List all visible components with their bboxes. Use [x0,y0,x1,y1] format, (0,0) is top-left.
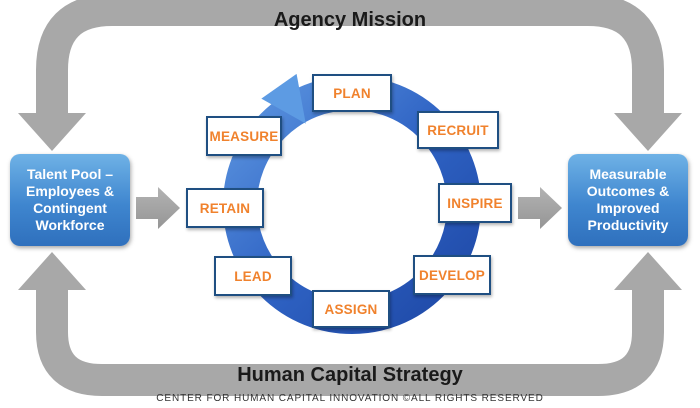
stage-inspire: INSPIRE [438,183,512,223]
outcomes-box: Measurable Outcomes & Improved Productiv… [568,154,688,246]
input-arrow [136,187,180,229]
stage-lead: LEAD [214,256,292,296]
bottom-left-arrowhead [18,252,86,290]
agency-mission-title: Agency Mission [273,9,427,31]
bottom-right-arrowhead [614,252,682,290]
stage-develop: DEVELOP [413,255,491,295]
stage-measure: MEASURE [206,116,282,156]
stage-assign: ASSIGN [312,290,390,328]
top-loop-arrow [18,0,682,151]
stage-plan: PLAN [312,74,392,112]
stage-recruit: RECRUIT [417,111,499,149]
top-left-arrowhead [18,113,86,151]
human-capital-strategy-title: Human Capital Strategy [237,364,463,386]
stage-retain: RETAIN [186,188,264,228]
talent-pool-box: Talent Pool – Employees & Contingent Wor… [10,154,130,246]
copyright-footer: CENTER FOR HUMAN CAPITAL INNOVATION ©ALL… [156,393,544,404]
top-right-arrowhead [614,113,682,151]
output-arrow [518,187,562,229]
cycle-arrowhead [261,73,306,124]
bottom-loop-arrow [18,252,682,396]
